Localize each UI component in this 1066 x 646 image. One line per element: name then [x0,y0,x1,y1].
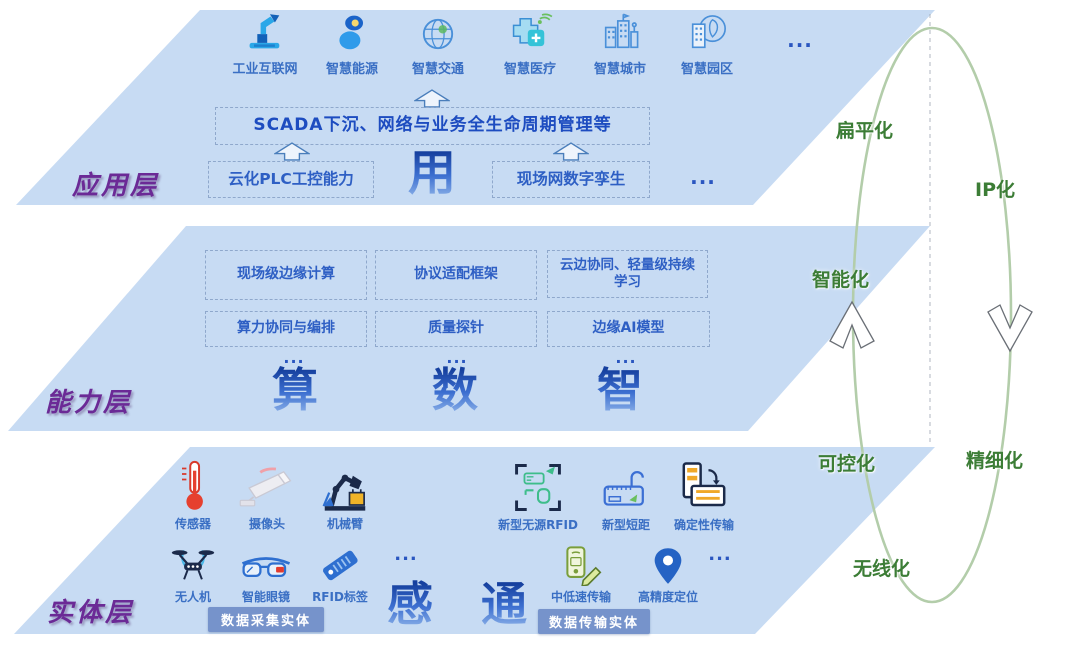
capability-box-compute-orchestration: 算力协同与编排 [205,311,367,347]
entity-passive-rfid: 新型无源RFID [488,458,588,533]
entity-drone: 无人机 [143,546,243,605]
entity-label: 传感器 [174,517,211,531]
big-char-tong: 通 [474,580,534,629]
entity-short-range: 新型短距 [576,462,676,533]
right-label-controllable: 可控化 [818,453,876,475]
entity-label: 摄像头 [248,517,285,531]
entity-label: RFID标签 [312,590,368,604]
city-icon [598,11,642,55]
thermometer-icon [171,456,215,513]
right-label-ip: IP化 [975,179,1015,201]
column-ellipsis: ... [446,348,468,367]
app-smart-park: 智慧园区 [662,11,752,77]
park-icon [685,11,729,55]
scada-box: SCADA下沉、网络与业务全生命周期管理等 [215,107,650,145]
apps-ellipsis: ... [787,28,813,52]
entity-medium-low-speed: 中低速传输 [531,544,631,605]
short-range-icon [598,462,654,514]
deterministic-transfer-icon [677,456,731,514]
up-arrow-icon [414,89,450,108]
twin-ellipsis: ... [690,165,716,189]
energy-icon [331,11,373,55]
big-char-shu: 数 [425,366,485,415]
app-smart-energy: 智慧能源 [307,11,397,77]
rfid-tag-icon [316,544,364,586]
application-layer-label: 应用层 [72,171,160,201]
app-label: 智慧医疗 [503,62,556,77]
row2-right-ellipsis: ... [708,544,732,565]
app-label: 智慧城市 [593,62,646,77]
capability-box-edge-computing: 现场级边缘计算 [205,250,367,300]
app-industrial-internet: 工业互联网 [220,11,310,77]
entity-label: 智能眼镜 [241,590,290,604]
entity-smart-glasses: 智能眼镜 [216,548,316,605]
entity-label: 无人机 [174,590,211,604]
right-label-refined: 精细化 [966,450,1024,472]
big-char-suan: 算 [265,366,325,415]
entity-rfid-tag: RFID标签 [290,544,390,605]
chevron-up-icon [829,300,875,349]
app-label: 智慧交通 [411,62,464,77]
capability-box-quality-probe: 质量探针 [375,311,537,347]
capability-box-cloud-edge-learning: 云边协同、轻量级持续学习 [547,250,708,298]
capability-box-edge-ai-model: 边缘AI模型 [547,311,710,347]
medical-cross-icon [507,11,553,55]
entity-deterministic-transfer: 确定性传输 [654,456,754,533]
app-label: 智慧园区 [680,62,733,77]
field-digital-twin-box: 现场网数字孪生 [492,161,650,198]
data-transmit-banner: 数据传输实体 [538,609,650,634]
column-ellipsis: ... [283,348,305,367]
app-smart-traffic: 智慧交通 [393,11,483,77]
column-ellipsis: ... [615,348,637,367]
entity-camera: 摄像头 [217,460,317,532]
app-smart-city: 智慧城市 [575,11,665,77]
right-label-intelligent: 智能化 [812,269,870,291]
smart-glasses-icon [238,548,294,586]
right-label-wireless: 无线化 [853,558,911,580]
row2-left-ellipsis: ... [394,544,418,565]
big-char-zhi: 智 [590,366,650,415]
entity-high-precision-location: 高精度定位 [618,544,718,605]
entity-label: 新型无源RFID [498,518,578,532]
big-char-gan: 感 [380,580,440,629]
up-arrow-icon [274,142,310,161]
cloud-plc-box: 云化PLC工控能力 [208,161,374,198]
up-arrow-icon [553,142,589,161]
app-label: 工业互联网 [232,62,298,77]
big-char-yong: 用 [404,148,460,199]
app-smart-medical: 智慧医疗 [485,11,575,77]
robot-arm-icon [243,11,287,55]
capability-layer-band [8,226,930,431]
medium-low-speed-icon [558,544,604,586]
traffic-globe-icon [417,11,459,55]
camera-icon [238,460,296,513]
right-label-flatten: 扁平化 [836,120,894,142]
entity-label: 确定性传输 [673,518,734,532]
entity-label: 中低速传输 [550,590,611,604]
chevron-down-icon [987,304,1033,353]
entity-layer-label: 实体层 [47,598,135,628]
entity-sensor: 传感器 [143,456,243,532]
rfid-scan-icon [512,458,564,514]
entity-robotic-arm: 机械臂 [295,458,395,532]
entity-label: 机械臂 [326,517,363,531]
app-label: 智慧能源 [325,62,378,77]
drone-icon [168,546,218,586]
robot-arm-dark-icon [318,458,372,513]
capability-box-protocol-adapter: 协议适配框架 [375,250,537,300]
location-pin-icon [650,544,686,586]
cycle-ellipse [851,26,1013,604]
data-collect-banner: 数据采集实体 [208,607,324,632]
entity-label: 新型短距 [601,518,650,532]
entity-label: 高精度定位 [637,590,698,604]
capability-layer-label: 能力层 [45,388,133,418]
